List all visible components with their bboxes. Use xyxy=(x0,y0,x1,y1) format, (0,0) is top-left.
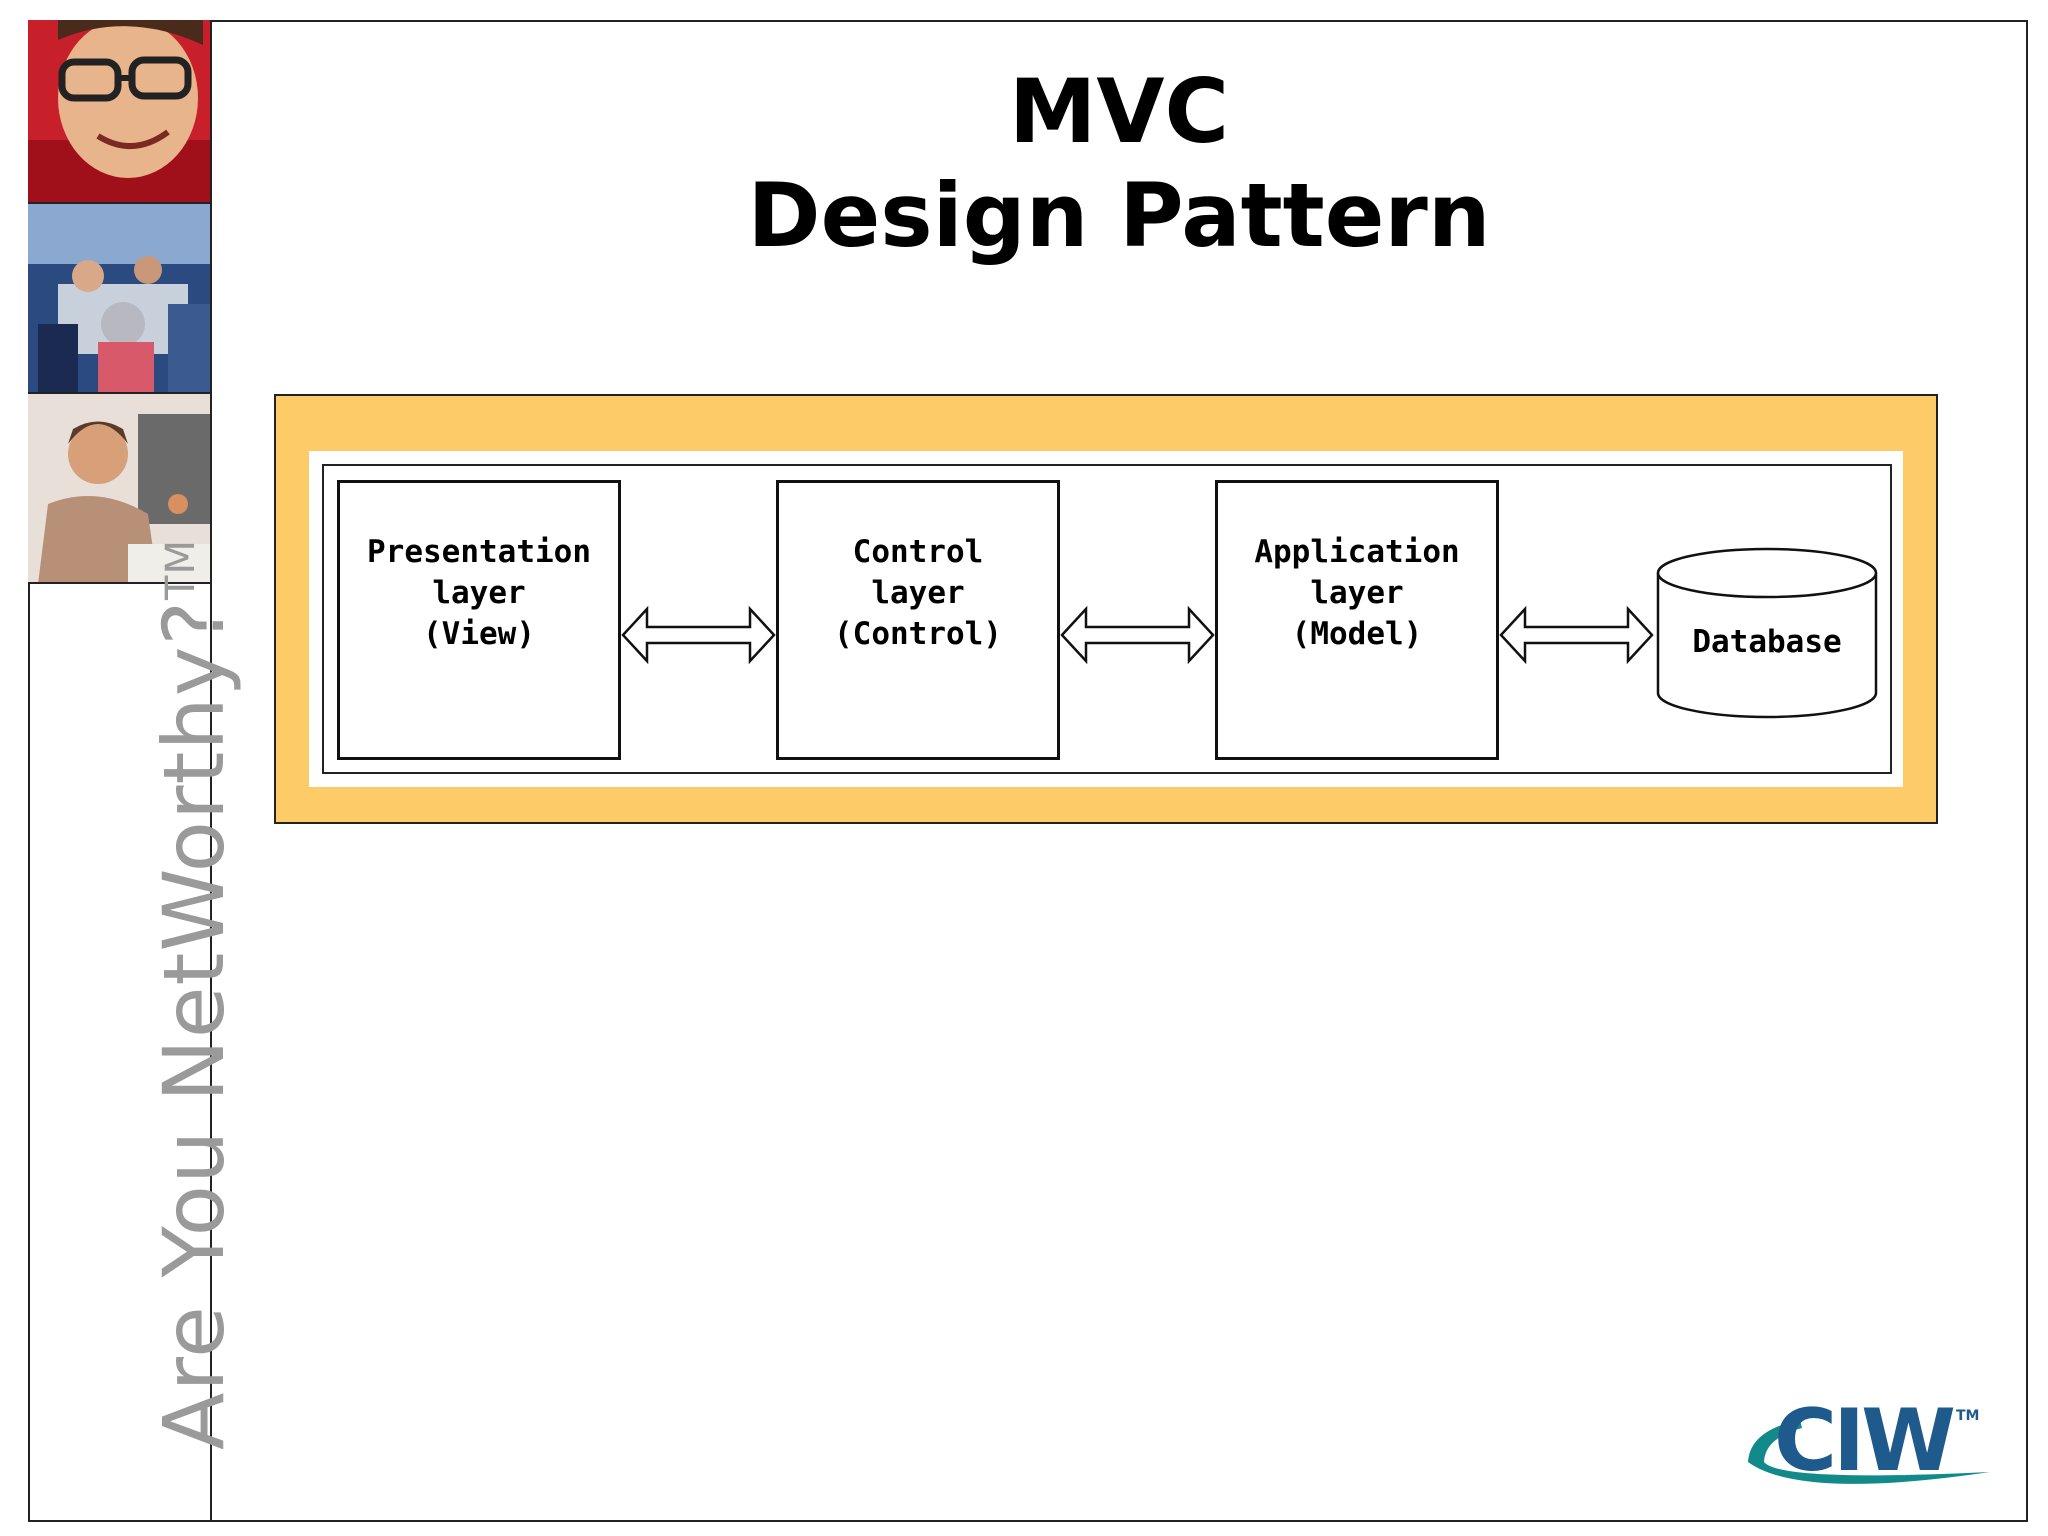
slide-title-line2: Design Pattern xyxy=(747,164,1491,267)
layer-role: (View) xyxy=(423,615,535,652)
double-arrow-icon xyxy=(1499,605,1654,665)
database-label: Database xyxy=(1692,624,1842,660)
person-with-glasses-photo xyxy=(28,20,210,204)
layer-name: Control xyxy=(852,533,984,570)
layer-role: (Model) xyxy=(1291,615,1423,652)
svg-text:TM: TM xyxy=(1956,1408,1979,1424)
double-arrow-icon xyxy=(621,605,776,665)
application-layer-box: Application layer (Model) xyxy=(1215,480,1499,760)
diagram-border xyxy=(322,464,1892,774)
database-cylinder-icon xyxy=(1656,547,1878,719)
layer-word: layer xyxy=(871,574,965,611)
layer-word: layer xyxy=(1310,574,1404,611)
double-arrow-icon xyxy=(1060,605,1215,665)
woman-at-desk-photo xyxy=(28,394,210,584)
slide-frame xyxy=(28,20,2028,1522)
sidebar xyxy=(28,20,212,1522)
layer-role: (Control) xyxy=(834,615,1002,652)
ciw-logo: CIW TM xyxy=(1748,1391,1990,1491)
tagline: Are You NetWorthy?TM xyxy=(145,539,243,1450)
svg-text:CIW: CIW xyxy=(1774,1391,1954,1491)
layer-name: Presentation xyxy=(367,533,591,570)
layer-word: layer xyxy=(432,574,526,611)
group-meeting-photo xyxy=(28,204,210,394)
layer-name: Application xyxy=(1254,533,1460,570)
presentation-layer-box: Presentation layer (View) xyxy=(337,480,621,760)
slide-title-line1: MVC xyxy=(1008,60,1230,163)
control-layer-box: Control layer (Control) xyxy=(776,480,1060,760)
